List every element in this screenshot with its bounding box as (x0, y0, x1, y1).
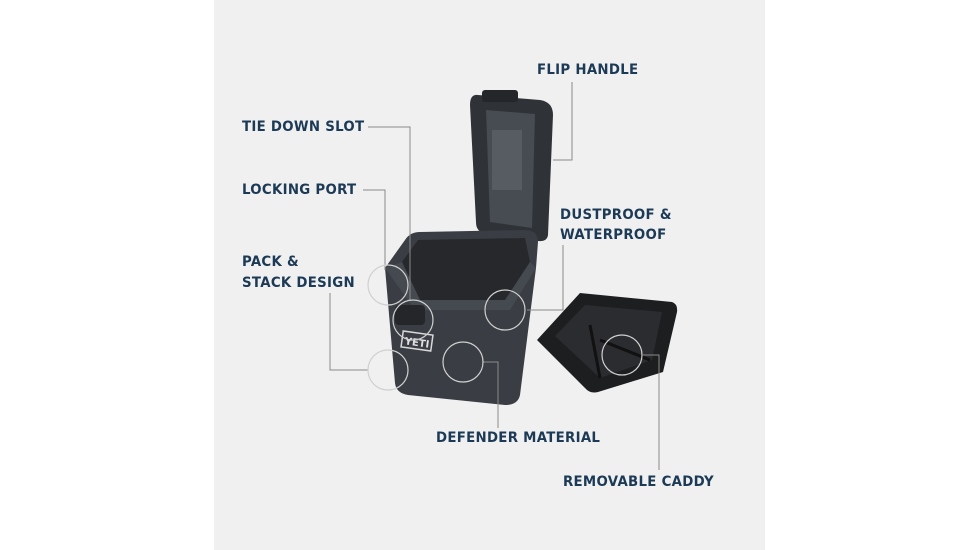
locking-port-circle (367, 264, 409, 306)
highlight-circles (367, 264, 643, 391)
callout-defender-material: DEFENDER MATERIAL (436, 430, 601, 446)
callout-dustproof-line2: WATERPROOF (560, 227, 667, 243)
cooler-lid (470, 90, 553, 242)
callout-flip-handle: FLIP HANDLE (537, 62, 639, 78)
callout-pack-stack-line2: STACK DESIGN (242, 275, 355, 291)
cooler-body: YETI (385, 230, 538, 405)
callout-tie-down-slot: TIE DOWN SLOT (242, 119, 365, 135)
flip-handle (482, 90, 518, 102)
caddy-circle (601, 334, 643, 376)
callout-dustproof-line1: DUSTPROOF & (560, 207, 672, 223)
tie-down-circle (392, 299, 434, 341)
callout-pack-stack-line1: PACK & (242, 254, 299, 270)
removable-caddy (537, 293, 678, 393)
dustproof-circle (484, 289, 526, 331)
pack-stack-circle (367, 349, 409, 391)
leader-lines (329, 82, 660, 470)
yeti-logo (400, 330, 434, 352)
callout-removable-caddy: REMOVABLE CADDY (563, 474, 714, 490)
callout-locking-port: LOCKING PORT (242, 182, 357, 198)
locking-handle (395, 305, 425, 325)
defender-circle (442, 341, 484, 383)
